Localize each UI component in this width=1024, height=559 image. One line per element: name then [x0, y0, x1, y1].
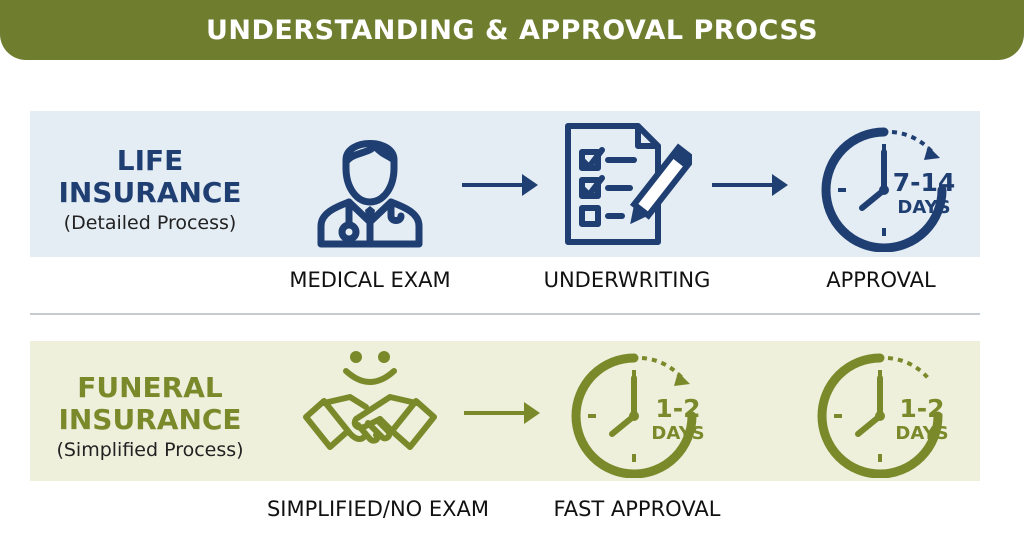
arrow-right-icon: [712, 174, 788, 196]
clock-icon: 7-14 DAYS: [821, 127, 956, 252]
clock-days-unit: DAYS: [651, 423, 704, 444]
step-label-simplified-no-exam: SIMPLIFIED/NO EXAM: [266, 497, 490, 521]
life-title-line1: LIFE: [116, 144, 184, 177]
arrow-right-icon: [464, 402, 540, 424]
life-subtitle: (Detailed Process): [63, 212, 237, 234]
step-label-fast-approval: FAST APPROVAL: [553, 497, 721, 521]
checklist-icon: [565, 123, 692, 245]
clock-days-unit: DAYS: [897, 197, 950, 218]
step-label-approval: APPROVAL: [826, 268, 936, 292]
life-insurance-heading: LIFE INSURANCE (Detailed Process): [40, 145, 260, 237]
handshake-icon: [303, 351, 437, 450]
step-label-medical-exam: MEDICAL EXAM: [289, 268, 451, 292]
funeral-insurance-heading: FUNERAL INSURANCE (Simplified Process): [30, 372, 270, 464]
funeral-title-line2: INSURANCE: [58, 403, 242, 436]
step-label-underwriting: UNDERWRITING: [543, 268, 711, 292]
clock-days-range: 7-14: [893, 168, 956, 197]
clock-days-unit: DAYS: [895, 423, 948, 444]
clock-days-range: 1-2: [655, 394, 700, 423]
clock-days-range: 1-2: [899, 394, 944, 423]
funeral-subtitle: (Simplified Process): [56, 439, 244, 461]
clock-icon: 1-2 DAYS: [571, 353, 705, 478]
title-banner: UNDERSTANDING & APPROVAL PROCSS: [0, 0, 1024, 60]
funeral-title-line1: FUNERAL: [77, 371, 223, 404]
banner-title: UNDERSTANDING & APPROVAL PROCSS: [205, 14, 819, 46]
section-divider: [30, 313, 980, 315]
life-title-line2: INSURANCE: [58, 176, 242, 209]
clock-icon: 1-2 DAYS: [817, 353, 949, 478]
doctor-icon: [317, 140, 423, 248]
arrow-right-icon: [462, 174, 538, 196]
